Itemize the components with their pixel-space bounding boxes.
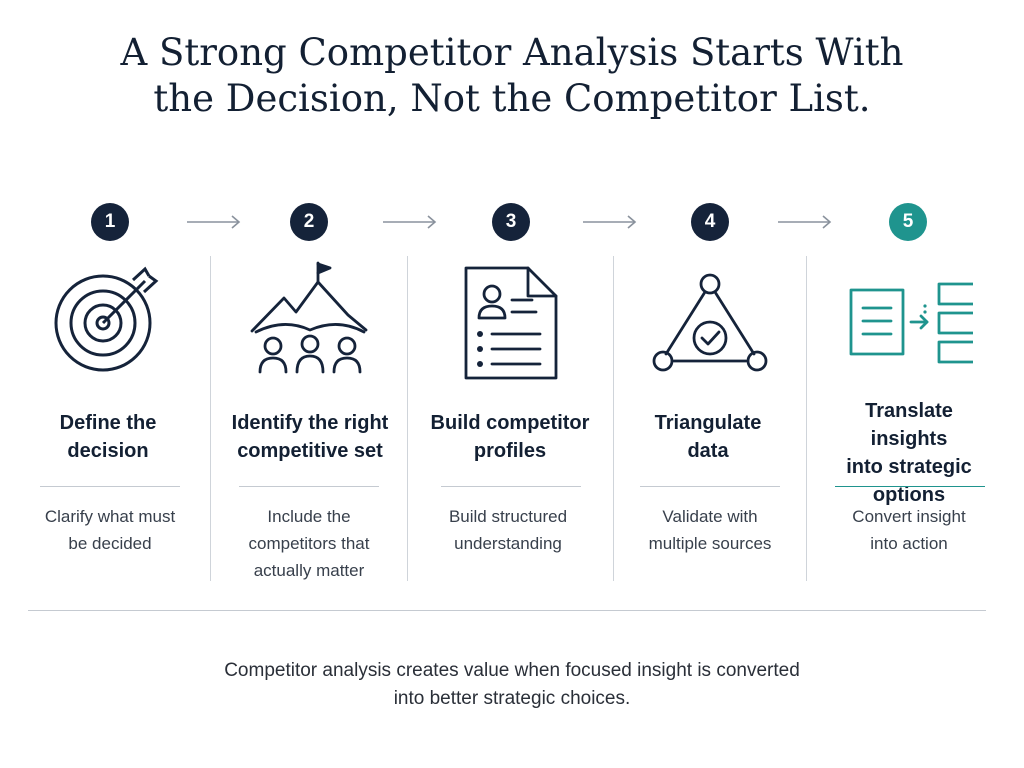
step-3-description-line: Build structured [448, 507, 568, 526]
step-5-heading-line: options [872, 484, 946, 506]
step-3-heading-line: profiles [473, 440, 547, 462]
step-5-description-line: into action [870, 534, 948, 553]
step-5-number: 5 [889, 203, 927, 241]
step-4-description-line: multiple sources [648, 534, 772, 553]
step-separator [835, 486, 985, 487]
step-2-description-line: Include the [267, 507, 351, 526]
step-2-number: 2 [290, 203, 328, 241]
column-divider [210, 256, 211, 581]
step-2-heading: Identify the right competitive set [225, 409, 395, 465]
page-title: A Strong Competitor Analysis Starts With… [40, 30, 984, 122]
step-4-heading: Triangulate data [623, 409, 793, 465]
column-divider [806, 256, 807, 581]
profile-document-icon [464, 266, 558, 380]
step-4-description: Validate with multiple sources [625, 503, 795, 557]
column-divider [407, 256, 408, 581]
step-4-number: 4 [691, 203, 729, 241]
step-2-heading-line: competitive set [237, 440, 383, 462]
mountain-people-icon [250, 261, 368, 374]
step-3-heading-line: Build competitor [430, 412, 590, 434]
step-1-heading: Define the decision [23, 409, 193, 465]
step-3-description-line: understanding [454, 534, 562, 553]
step-5-heading-line: into strategic [846, 456, 972, 478]
step-5-description-line: Convert insight [852, 507, 966, 526]
footer-divider [28, 610, 986, 611]
target-icon [54, 266, 159, 372]
step-1-number: 1 [91, 203, 129, 241]
step-2-description: Include the competitors that actually ma… [224, 503, 394, 584]
arrow-right-icon [187, 215, 241, 229]
step-3-description: Build structured understanding [423, 503, 593, 557]
step-2-description-line: competitors that [248, 534, 370, 553]
step-1-heading-line: Define the [59, 412, 157, 434]
arrow-right-icon [778, 215, 832, 229]
title-line-1: A Strong Competitor Analysis Starts With [120, 31, 904, 74]
footer-line-2: into better strategic choices. [393, 688, 631, 709]
step-4-heading-line: data [687, 440, 729, 462]
step-5-heading: Translate insights into strategic option… [824, 397, 994, 509]
step-3-heading: Build competitor profiles [425, 409, 595, 465]
step-1-heading-line: decision [67, 440, 149, 462]
step-separator [441, 486, 581, 487]
process-steps: 1 2 3 4 5 [10, 200, 1010, 590]
step-5-description: Convert insight into action [824, 503, 994, 557]
step-2-heading-line: Identify the right [231, 412, 389, 434]
footer-caption: Competitor analysis creates value when f… [112, 657, 912, 713]
triangle-check-icon [652, 273, 768, 372]
step-4-description-line: Validate with [662, 507, 758, 526]
column-divider [613, 256, 614, 581]
step-separator [239, 486, 379, 487]
step-1-description: Clarify what must be decided [25, 503, 195, 557]
step-4-heading-line: Triangulate [654, 412, 762, 434]
step-1-description-line: Clarify what must [44, 507, 176, 526]
step-2-description-line: actually matter [253, 561, 365, 580]
step-5-heading-line: Translate insights [865, 400, 953, 450]
step-separator [640, 486, 780, 487]
title-line-2: the Decision, Not the Competitor List. [153, 77, 871, 120]
step-3-number: 3 [492, 203, 530, 241]
step-1-description-line: be decided [68, 534, 152, 553]
step-separator [40, 486, 180, 487]
arrow-right-icon [383, 215, 437, 229]
footer-line-1: Competitor analysis creates value when f… [224, 660, 800, 681]
arrow-right-icon [583, 215, 637, 229]
document-to-options-icon [849, 282, 973, 364]
